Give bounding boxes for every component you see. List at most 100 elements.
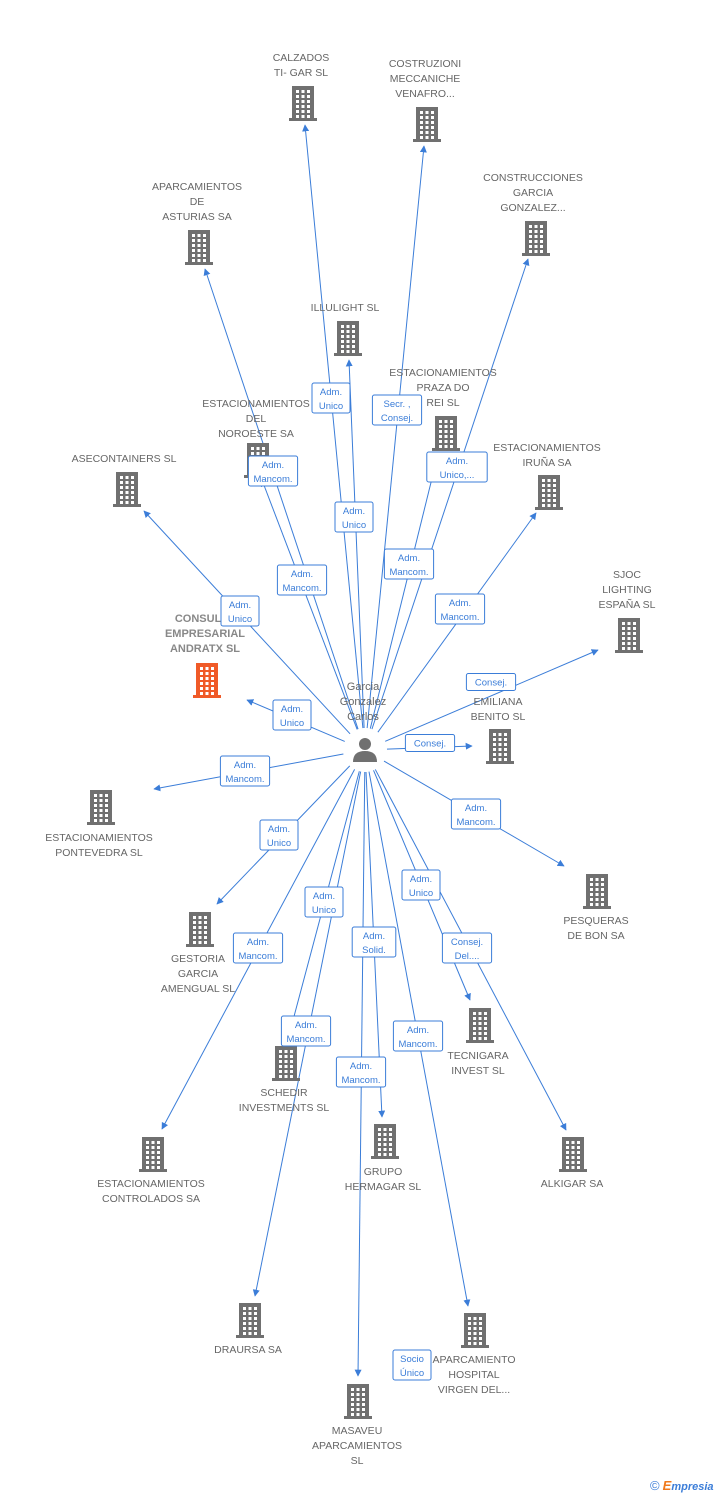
building-icon	[186, 912, 214, 947]
company-name-line: CONTROLADOS SA	[102, 1193, 200, 1205]
company-name-line: GONZALEZ...	[500, 202, 565, 214]
relation-text: Adm.	[449, 598, 471, 609]
relation-label-emiliana: Consej.	[404, 734, 456, 752]
relation-text: Adm.	[234, 760, 256, 771]
company-name-line: BENITO SL	[471, 711, 526, 723]
company-name-line: LIGHTING	[602, 584, 652, 596]
relation-label-construcciones-garcia: Adm.Unico,...	[426, 451, 488, 483]
company-name-line: APARCAMIENTOS	[312, 1440, 402, 1452]
company-node-draursa[interactable]: DRAURSA SA	[214, 1303, 282, 1356]
edge-sjoc	[385, 649, 599, 742]
building-icon	[466, 1008, 494, 1043]
company-name-line: GRUPO	[364, 1166, 403, 1178]
relation-text: Adm.	[410, 874, 432, 885]
relation-text: Unico	[312, 905, 336, 916]
relation-text: Unico	[342, 520, 366, 531]
relation-text: Adm.	[398, 553, 420, 564]
relation-text: Adm.	[343, 506, 365, 517]
relation-text: Mancom.	[341, 1075, 380, 1086]
company-name-line: ASECONTAINERS SL	[72, 453, 177, 465]
company-name-line: SCHEDIR	[260, 1087, 308, 1099]
company-name-line: CONSULT...	[175, 613, 235, 625]
company-node-construcciones-garcia[interactable]: CONSTRUCCIONESGARCIAGONZALEZ...	[483, 172, 583, 256]
relation-label-grupo-hermagar: Adm.Solid.	[351, 926, 397, 958]
relation-text: Mancom.	[286, 1034, 325, 1045]
company-name-line: DE	[190, 196, 205, 208]
relation-label-estacionamientos-praza: Adm. Mancom.	[383, 548, 435, 580]
company-name-line: PRAZA DO	[416, 382, 469, 394]
relation-text: Socio	[400, 1354, 424, 1365]
company-node-costruzioni[interactable]: COSTRUZIONIMECCANICHEVENAFRO...	[389, 58, 461, 142]
company-name-line: GESTORIA	[171, 953, 225, 965]
relation-text: Consej.	[451, 937, 483, 948]
company-name-line: HOSPITAL	[448, 1369, 499, 1381]
company-name-line: VIRGEN DEL...	[438, 1384, 510, 1396]
relation-label-masaveu: Adm.Mancom.	[335, 1056, 387, 1088]
building-icon	[583, 874, 611, 909]
relation-text: Secr. ,	[384, 399, 411, 410]
relation-text: Mancom.	[456, 817, 495, 828]
company-node-asecontainers[interactable]: ASECONTAINERS SL	[72, 453, 177, 507]
relation-text: Adm.	[313, 891, 335, 902]
company-name-line: ESTACIONAMIENTOS	[97, 1178, 205, 1190]
company-name-line: ESPAÑA SL	[598, 598, 655, 611]
relation-text: Adm.	[268, 824, 290, 835]
relation-label-sjoc: Consej.	[465, 673, 517, 691]
relation-label-tecnigara: Adm.Unico	[401, 869, 441, 901]
company-name-line: SL	[351, 1455, 364, 1467]
relation-label-estacionamientos-pontevedra: Adm. Mancom.	[219, 755, 271, 787]
person-name-line: Carlos	[347, 711, 379, 723]
relation-text: Mancom.	[389, 567, 428, 578]
building-icon	[461, 1313, 489, 1348]
building-icon	[139, 1137, 167, 1172]
relation-label-estacionamientos-controlados: Adm.Mancom.	[232, 932, 284, 964]
company-name-line: DE BON SA	[567, 930, 624, 942]
company-name-line: ALKIGAR SA	[541, 1178, 603, 1190]
edge-illulight	[345, 359, 365, 729]
relation-text: Del....	[455, 951, 480, 962]
company-name-line: APARCAMIENTO	[432, 1354, 515, 1366]
relation-text: Unico	[267, 838, 291, 849]
relation-text: Adm.	[465, 803, 487, 814]
company-name-line: IRUÑA SA	[522, 456, 571, 469]
building-icon	[535, 475, 563, 510]
relation-text: Mancom.	[225, 774, 264, 785]
company-name-line: GARCIA	[178, 968, 218, 980]
relation-text: Adm.	[281, 704, 303, 715]
relation-text: Adm.	[295, 1020, 317, 1031]
relation-text: Adm.	[446, 456, 468, 467]
company-node-illulight[interactable]: ILLULIGHT SL	[311, 302, 380, 356]
company-node-aparcamiento-hospital[interactable]: APARCAMIENTO HOSPITAL VIRGEN DEL...	[432, 1313, 516, 1396]
company-name-line: MECCANICHE	[390, 73, 461, 85]
relation-text: Consej.	[381, 413, 413, 424]
relation-label-pesqueras: Adm. Mancom.	[450, 798, 502, 830]
relation-text: Adm.	[320, 387, 342, 398]
company-name-line: CONSTRUCCIONES	[483, 172, 583, 184]
company-name-line: COSTRUZIONI	[389, 58, 461, 70]
company-name-line: NOROESTE SA	[218, 428, 294, 440]
person-icon	[353, 738, 377, 762]
relation-label-calzados: Adm.Unico	[311, 382, 351, 414]
company-node-alkigar[interactable]: ALKIGAR SA	[541, 1137, 603, 1190]
relation-label-alkigar: Consej. Del....	[441, 932, 493, 964]
company-node-estacionamientos-controlados[interactable]: ESTACIONAMIENTOS CONTROLADOS SA	[97, 1137, 205, 1205]
company-name-line: DEL	[246, 413, 267, 425]
relation-text: Único	[400, 1368, 424, 1379]
relation-label-costruzioni: Secr. , Consej.	[371, 394, 423, 426]
